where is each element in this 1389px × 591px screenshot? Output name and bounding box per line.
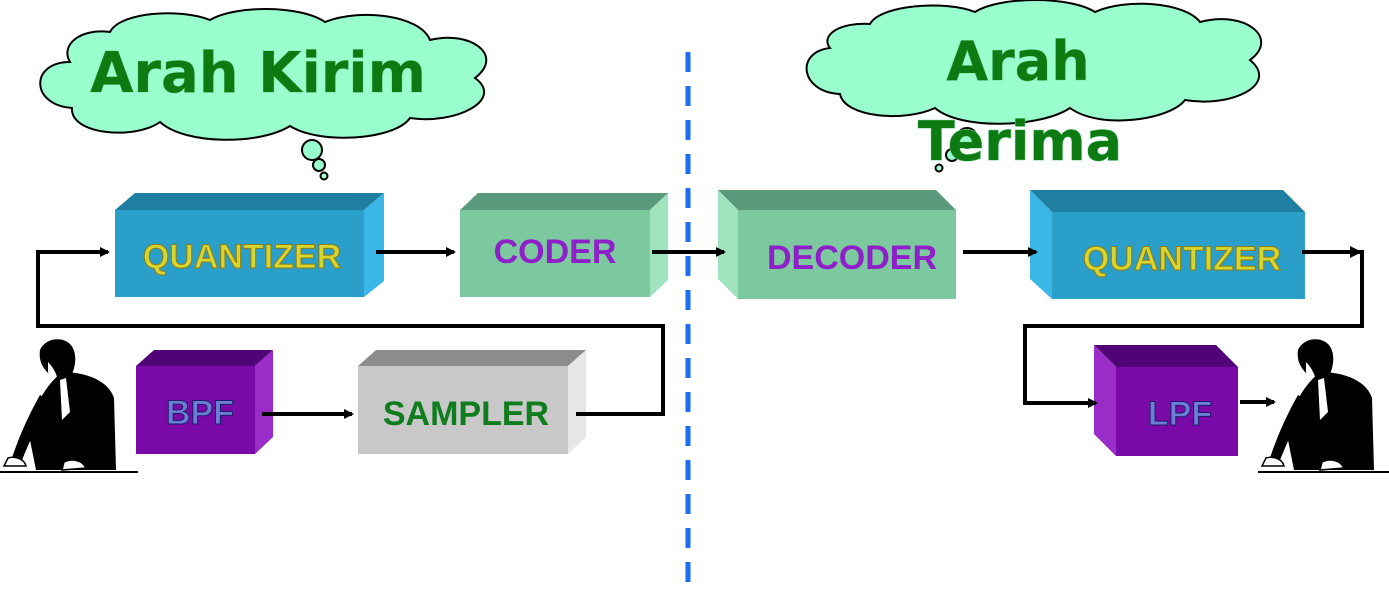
receive-title-line1: Arah [946, 30, 1089, 93]
receive-title-line2: Terima [918, 110, 1122, 173]
tx-bpf-block: BPF [136, 350, 273, 454]
tx-bpf-label: BPF [166, 394, 234, 432]
rx-lpf-label: LPF [1148, 395, 1212, 433]
transmit-title: Arah Kirim [90, 41, 426, 106]
rx-lpf-block: LPF [1094, 345, 1238, 456]
tx-sampler-label: SAMPLER [383, 395, 549, 433]
transmit-cloud: Arah Kirim [39, 8, 488, 181]
tx-quantizer-label: QUANTIZER [143, 238, 341, 276]
rx-quantizer-label: QUANTIZER [1083, 240, 1281, 278]
person-speaking-icon [0, 339, 138, 473]
tx-sampler-block: SAMPLER [358, 350, 586, 454]
rx-quantizer-block: QUANTIZER [1030, 190, 1305, 299]
rx-loop-arrow-icon [1350, 246, 1362, 258]
tx-quantizer-block: QUANTIZER [115, 193, 384, 297]
arrow-sampler-to-quantizer [36, 247, 665, 416]
rx-decoder-label: DECODER [767, 239, 937, 277]
rx-decoder-block: DECODER [718, 190, 956, 299]
person-listening-icon [1258, 339, 1389, 473]
tx-coder-label: CODER [494, 233, 617, 271]
tx-coder-block: CODER [460, 193, 668, 297]
receive-cloud: Arah Terima [805, 0, 1263, 174]
